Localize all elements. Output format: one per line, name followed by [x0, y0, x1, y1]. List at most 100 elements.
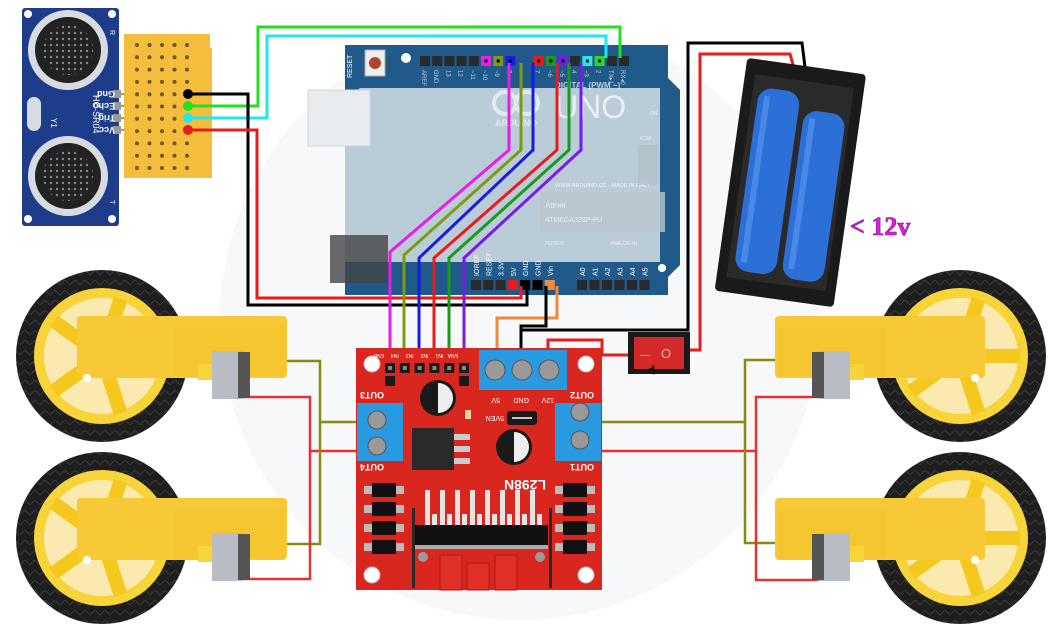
svg-text:ATMEGA328P-PU: ATMEGA328P-PU	[545, 217, 602, 224]
driver-pin-label: IN2	[420, 352, 428, 358]
sensor-pin	[113, 114, 121, 122]
wire-left-rear-b	[245, 451, 312, 581]
digital-pin-RX0[interactable]	[619, 56, 629, 66]
power-switch[interactable]: — O ☝	[628, 332, 690, 377]
breadboard-hole	[147, 141, 152, 146]
pin-contact	[462, 366, 466, 370]
breadboard-hole	[185, 166, 189, 170]
wire-d6-in1	[447, 63, 571, 360]
power-pin-label: Vin	[548, 266, 555, 276]
digital-pin-label: 2	[595, 70, 601, 74]
wire-gnd-sensor	[188, 92, 529, 307]
motor-endcap	[238, 534, 250, 580]
chip-leg	[462, 514, 467, 526]
chip-leg	[507, 514, 512, 526]
breadboard-hole	[160, 104, 164, 109]
breadboard-hole	[135, 79, 139, 84]
motor-endcap	[812, 534, 824, 580]
breadboard-hole	[147, 166, 152, 170]
chip-leg	[425, 490, 430, 526]
chip-leg	[432, 514, 437, 526]
analog-pin-A4[interactable]	[627, 280, 637, 290]
battery-holder	[715, 58, 866, 307]
switch-off-symbol: O	[661, 346, 671, 361]
wire-group-control	[388, 63, 583, 360]
wire-vcc-sensor	[188, 128, 523, 300]
power-pin-RESET[interactable]	[483, 280, 494, 290]
breadboard-hole	[135, 55, 139, 60]
chip-leg	[470, 490, 475, 526]
digital-pin-TX1[interactable]	[606, 56, 617, 66]
power-jack	[330, 235, 388, 283]
power-pin-label: GND	[523, 260, 530, 276]
sensor-pin	[113, 126, 121, 134]
digital-pin-label: ~6	[546, 70, 552, 78]
digital-pin-12[interactable]	[456, 56, 467, 66]
breadboard-hole	[147, 129, 152, 134]
breadboard-hole	[172, 43, 177, 47]
power-pin-33V[interactable]	[495, 280, 506, 290]
breadboard-hole	[147, 104, 152, 109]
digital-pin-13[interactable]	[444, 56, 455, 66]
diode-left	[372, 540, 396, 554]
digital-pin-label: 4	[570, 70, 576, 74]
breadboard-hole	[185, 43, 189, 47]
analog-pin-A5[interactable]	[639, 280, 650, 290]
analog-pin-A3[interactable]	[614, 280, 625, 290]
out2-label: OUT2	[570, 390, 594, 400]
breadboard-hole	[135, 92, 139, 97]
analog-pin-A2[interactable]	[602, 280, 612, 290]
breadboard-hole	[135, 153, 139, 158]
breadboard-hole	[172, 116, 177, 121]
driver-pin-label: IN1	[435, 352, 443, 358]
breadboard-hole	[135, 166, 139, 170]
wire-d5-ena	[462, 63, 583, 360]
analog-pin-A0[interactable]	[577, 280, 587, 290]
atmega-chip	[540, 192, 665, 232]
switch-on-symbol: —	[640, 350, 650, 361]
arduino-logo: ARDUINO	[492, 90, 540, 128]
digital-pin-GND[interactable]	[432, 56, 443, 66]
out3-label: OUT3	[360, 390, 384, 400]
power-pin-GND[interactable]	[532, 280, 543, 290]
digital-pin-11[interactable]	[468, 56, 479, 66]
digital-pin-label: ~10	[481, 70, 487, 81]
motor-endcap	[238, 352, 250, 398]
power-pin-IOREF[interactable]	[471, 280, 481, 290]
pin-socket	[598, 59, 602, 63]
driver-pin-5v-enb	[385, 376, 395, 386]
breadboard-hole	[135, 43, 139, 47]
pin-socket	[549, 59, 553, 63]
breadboard-hole	[160, 43, 164, 47]
chip-leg	[447, 514, 452, 526]
motor-clip	[198, 546, 212, 562]
analog-pin-A1[interactable]	[589, 280, 600, 290]
digital-pin-label: 13	[444, 70, 450, 77]
digital-pin-label: ~5	[558, 70, 564, 78]
power-pin-label: IOREF	[474, 255, 481, 276]
wire-trig-to-d3	[188, 34, 608, 120]
digital-pin-label: 12	[457, 70, 463, 77]
chip-leg	[500, 490, 505, 526]
power-pin-Vin[interactable]	[544, 280, 555, 290]
breadboard-hole	[135, 129, 139, 134]
sensor-pin	[113, 90, 121, 98]
wire-group-battery	[519, 41, 808, 360]
breadboard-hole	[172, 141, 177, 146]
digital-pin-label: 7	[534, 70, 540, 74]
out1-label: OUT1	[570, 462, 594, 472]
digital-pin-4[interactable]	[570, 56, 581, 66]
pin-contact	[402, 366, 407, 370]
analog-pin-label: A5	[643, 267, 650, 276]
diode-right	[563, 502, 587, 516]
wire-d10-enb	[388, 63, 511, 360]
hand-cursor-icon: ☝	[648, 363, 655, 377]
power-pin-5V[interactable]	[507, 280, 518, 290]
power-pin-GND[interactable]	[520, 280, 531, 290]
voltage-regulator	[412, 428, 454, 470]
digital-pin-AREF[interactable]	[420, 56, 430, 66]
l298n-chip	[412, 490, 552, 591]
